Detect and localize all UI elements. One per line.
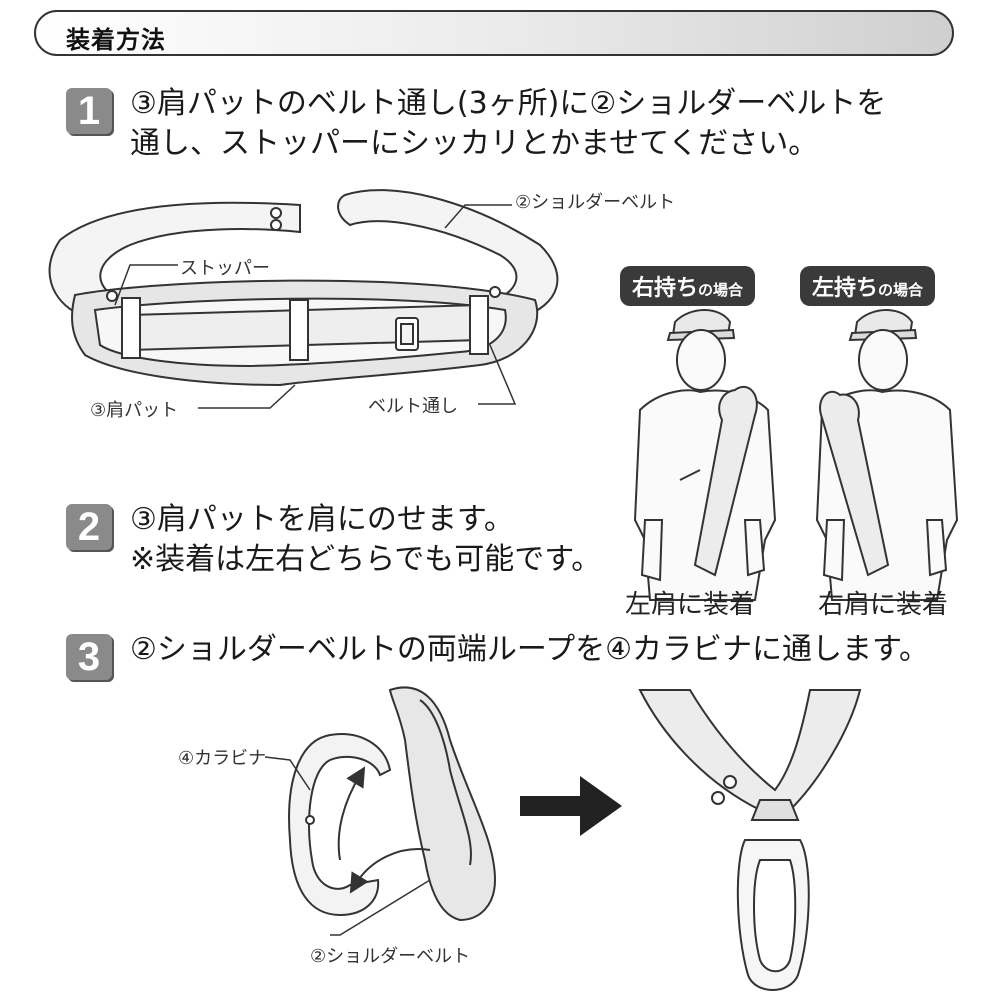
label-belt-loop: ベルト通し [368,396,458,417]
label-carabiner: ④カラビナ [178,748,267,769]
step-1-line2: 通し、ストッパーにシッカリとかませてください。 [130,126,819,161]
belt-pad-illustration [48,189,559,387]
belt-attached-illustration [638,689,862,991]
belt-loop-right [469,295,489,355]
tag-right-hand: 右持ちの場合 [620,266,756,306]
person-right-hand [633,309,777,601]
label-stopper: ストッパー [180,258,270,279]
caption-left-shoulder: 左肩に装着 [625,590,756,620]
caption-right-shoulder: 右肩に装着 [818,590,949,620]
label-shoulder-pad: ③肩パット [90,400,179,421]
belt-loop-illustration [388,686,497,922]
carabiner-illustration [288,733,392,917]
step-3-line1: ②ショルダーベルトの両端ループを④カラビナに通します。 [130,632,929,667]
step-1-line1: ③肩パットのベルト通し(3ヶ所)に②ショルダーベルトを [130,86,887,121]
label-shoulder-belt-1: ②ショルダーベルト [515,192,676,213]
person-left-hand [815,309,959,601]
belt-loop-middle [289,299,309,361]
step-3-number: 3 [66,634,112,680]
label-shoulder-belt-3: ②ショルダーベルト [310,946,471,967]
belt-loop-left [121,297,141,359]
step-2-line2: ※装着は左右どちらでも可能です。 [130,542,602,577]
tag-left-hand: 左持ちの場合 [800,266,936,306]
step-2-line1: ③肩パットを肩にのせます。 [130,502,514,537]
step-2-number: 2 [66,504,112,550]
arrow-right-icon [520,776,622,836]
section-header: 装着方法 [34,10,954,56]
section-title: 装着方法 [66,26,166,54]
step-1-number: 1 [66,88,112,134]
